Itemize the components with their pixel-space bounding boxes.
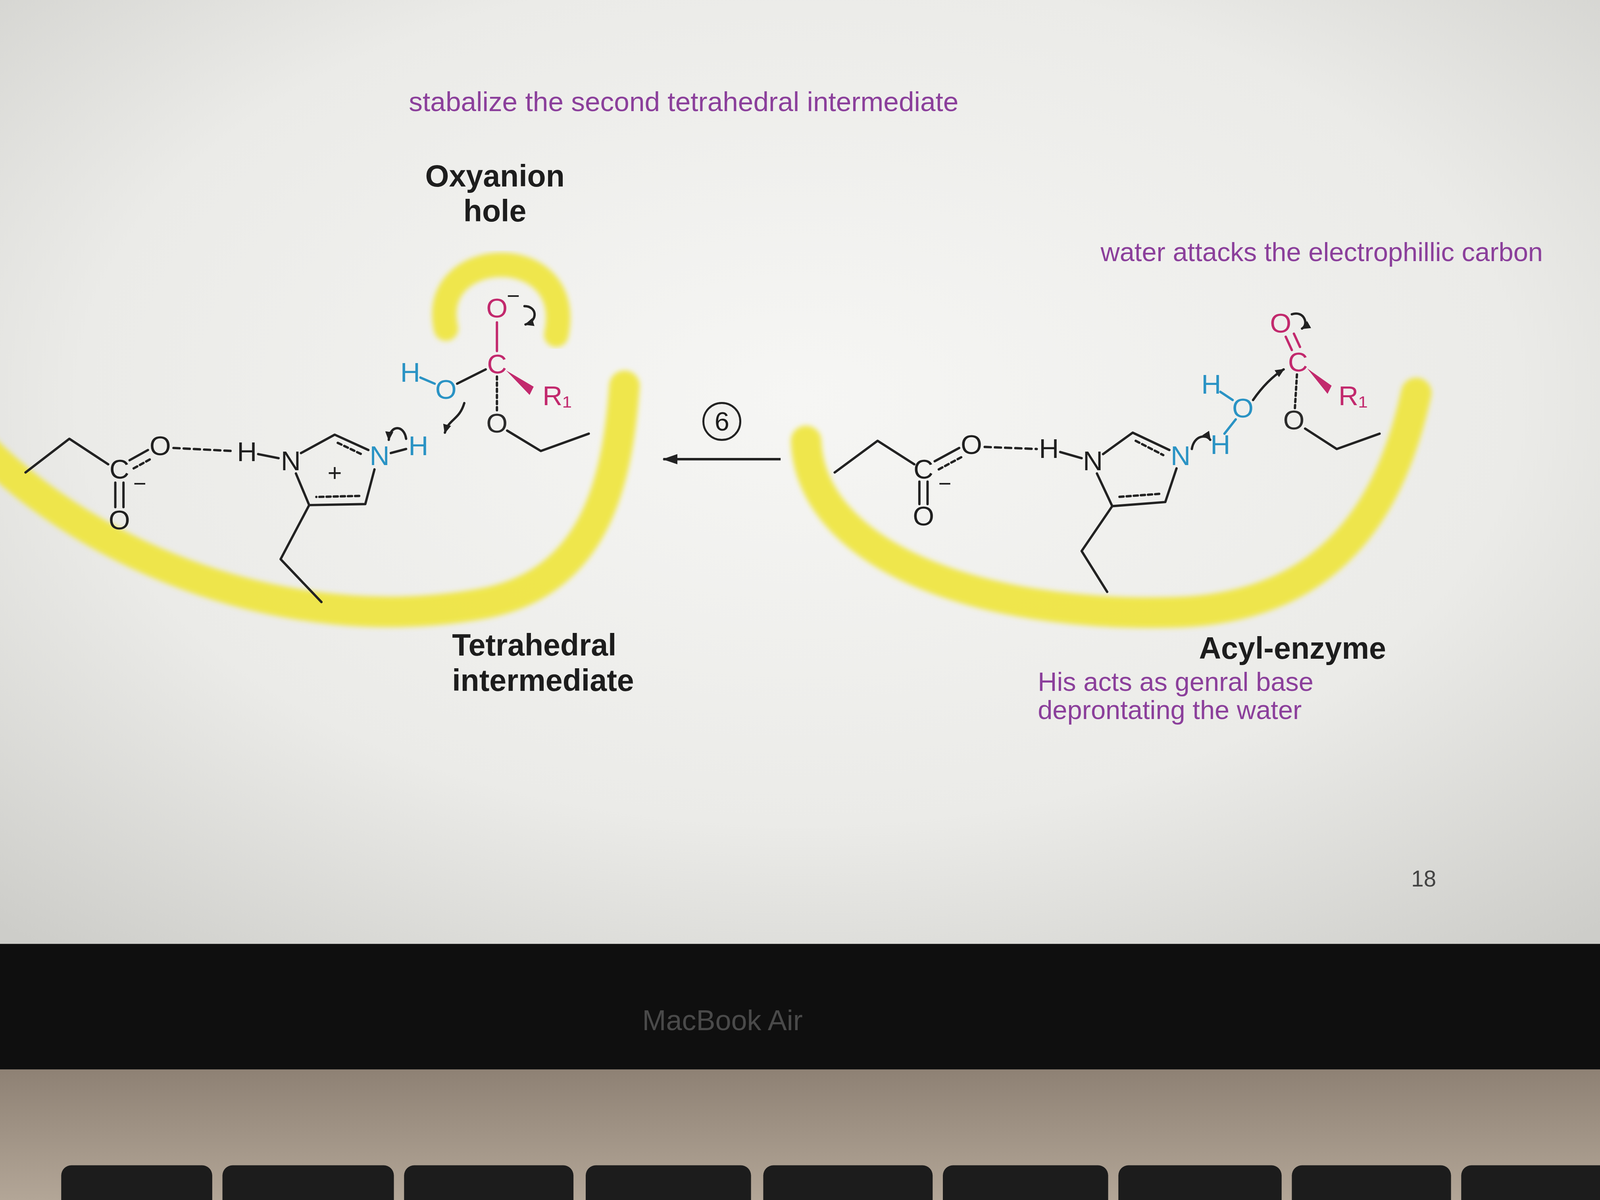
hydrogen-bond <box>173 448 233 452</box>
atom-label: C <box>109 455 130 483</box>
atom-label: C <box>1288 348 1308 376</box>
curved-arrow <box>1191 436 1210 449</box>
bond <box>115 482 124 508</box>
curved-arrow <box>1291 313 1306 329</box>
slide-number: 18 <box>1411 867 1437 891</box>
screen <box>0 0 1600 947</box>
charge-sign: − <box>506 284 520 308</box>
bond <box>129 450 149 461</box>
atom-label: O <box>149 432 172 460</box>
atom-label: R₁ <box>542 382 572 410</box>
atom-label: O <box>960 430 983 459</box>
bezel <box>0 944 1600 1072</box>
bond <box>1060 451 1082 458</box>
bond <box>258 453 279 458</box>
band-stroke <box>444 264 558 335</box>
band-stroke <box>805 392 1417 613</box>
bond <box>934 448 960 462</box>
atom-label: N <box>369 442 390 470</box>
atom-label: H <box>1210 430 1231 459</box>
atom-label: N <box>280 447 301 475</box>
ser-chain <box>1305 428 1380 449</box>
his-chain <box>280 505 322 602</box>
atom-label: H <box>408 432 429 460</box>
atom-label: H <box>400 358 421 387</box>
annotation: stabalize the second tetrahedral interme… <box>408 88 959 116</box>
hydrogen-bond <box>984 446 1037 449</box>
bond <box>1294 374 1297 409</box>
active-site-band: Acyl-enzyme <box>780 367 1434 710</box>
atom-label: C <box>913 455 934 483</box>
bond <box>495 322 499 352</box>
bond <box>919 481 928 505</box>
asp-chain <box>834 440 915 473</box>
curved-arrow <box>388 428 407 440</box>
reaction-arrow <box>663 457 781 461</box>
annotation: water attacks the electrophillic carbon <box>1100 238 1543 266</box>
node-title: Acyl-enzyme <box>1198 630 1424 666</box>
atom-label: O <box>486 409 508 437</box>
atom-label: O <box>486 294 508 322</box>
charge-sign: + <box>327 460 342 485</box>
bond <box>390 448 407 453</box>
atom-label: H <box>1201 371 1222 399</box>
band-stroke <box>0 385 625 612</box>
charge-sign: − <box>938 472 952 496</box>
atom-label: O <box>1269 309 1292 337</box>
bond <box>133 458 152 469</box>
node-title: Oxyanion hole <box>403 158 587 229</box>
atom-label: H <box>236 438 257 466</box>
asp-chain <box>25 438 108 473</box>
atom-label: O <box>1283 406 1305 435</box>
his-chain <box>1081 505 1113 592</box>
imidazole-ring <box>1096 432 1177 506</box>
imidazole-ring <box>316 442 362 497</box>
atom-label: O <box>108 506 131 535</box>
atom-label: H <box>1038 435 1059 463</box>
imidazole-ring <box>1118 440 1164 497</box>
charge-sign: − <box>133 472 147 496</box>
bezel-logo: MacBook Air <box>642 1005 803 1035</box>
keys <box>61 1165 1600 1200</box>
node-title: Tetrahedral intermediate <box>451 627 656 698</box>
atom-label: C <box>486 350 507 378</box>
wedge-bond <box>1307 368 1332 394</box>
step-number: 6 <box>702 401 742 441</box>
atom-label: R₁ <box>1338 382 1368 410</box>
wedge-bond <box>505 370 534 395</box>
atom-label: O <box>912 502 935 530</box>
atom-label: O <box>435 376 457 404</box>
curved-arrow <box>444 403 465 433</box>
atom-label: N <box>1170 442 1191 470</box>
imidazole-ring <box>296 434 375 505</box>
atom-label: O <box>1232 394 1254 422</box>
active-site-band: Tetrahedral intermediate <box>0 367 664 710</box>
bond <box>495 376 499 412</box>
bond <box>457 369 486 384</box>
curved-arrow <box>524 305 535 325</box>
curved-arrow <box>1253 369 1284 400</box>
bond <box>420 377 435 384</box>
bond <box>938 455 964 470</box>
ser-chain <box>507 430 589 451</box>
atom-label: N <box>1082 447 1103 475</box>
annotation: His acts as genral base deprontating the… <box>1037 667 1375 724</box>
